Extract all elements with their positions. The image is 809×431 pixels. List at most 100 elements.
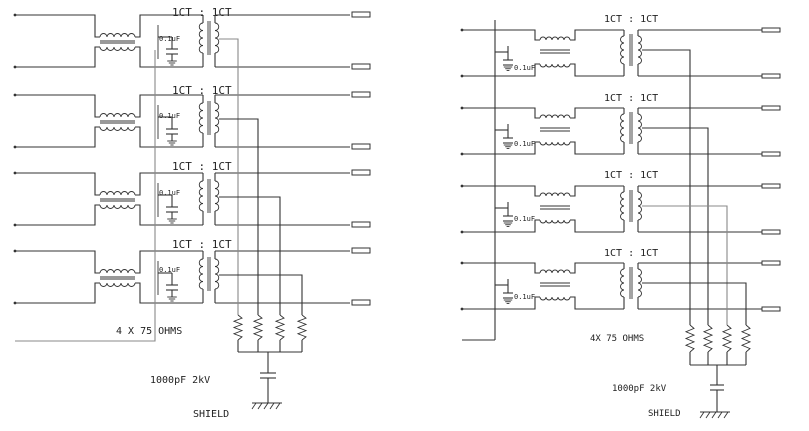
hv-capacitor [260, 372, 276, 379]
wire [462, 29, 540, 41]
resistor-symbol [296, 314, 308, 341]
wire [570, 29, 624, 41]
right-cap-label-1: 0.1uF [514, 64, 535, 72]
output-terminal [351, 247, 371, 254]
right-ratio-label-4: 1CT : 1CT [604, 248, 658, 259]
ground-symbol [167, 218, 177, 224]
transformer-secondary [214, 102, 220, 134]
wire [135, 204, 203, 226]
ct-return-wire [219, 196, 281, 315]
right-ct-return-4 [642, 282, 752, 365]
wire [135, 46, 203, 68]
left-ratio-label-1: 1CT : 1CT [172, 6, 232, 19]
resistor-symbol [232, 314, 244, 341]
ground-symbol [167, 296, 177, 302]
choke-winding [539, 114, 571, 119]
wire [15, 250, 100, 274]
left-schematic: 1CT : 1CT 1CT : 1CT 1CT : 1CT 1CT : 1CT … [13, 6, 371, 420]
left-resistors-label: 4 X 75 OHMS [116, 326, 182, 337]
right-shield-label: SHIELD [648, 409, 681, 419]
left-ratio-label-3: 1CT : 1CT [172, 160, 232, 173]
output-terminal [761, 229, 781, 235]
output-terminal [351, 143, 371, 150]
choke-winding [539, 141, 571, 146]
choke-winding [99, 46, 136, 51]
output-terminal [761, 73, 781, 79]
ground-symbol [167, 140, 177, 146]
capacitor-symbol [166, 284, 178, 291]
right-ct-return-3 [642, 205, 733, 365]
wire [462, 219, 540, 233]
ground-symbol [503, 66, 513, 71]
resistor-symbol [702, 324, 714, 353]
ground-symbol [167, 60, 177, 66]
shield-ground-symbol [251, 402, 282, 410]
wire [15, 46, 100, 68]
ct-return-wire [642, 282, 747, 325]
transformer-secondary [637, 113, 642, 143]
output-terminal [761, 306, 781, 312]
choke-winding [539, 269, 571, 274]
wire [462, 185, 540, 197]
wire [15, 172, 100, 196]
transformer-primary [620, 268, 625, 298]
ground-hatch [251, 402, 257, 410]
wire [570, 185, 624, 197]
wire [462, 107, 540, 119]
ground-hatch [723, 411, 729, 419]
ground-hatch [263, 402, 269, 410]
right-resistors-label: 4X 75 OHMS [590, 334, 644, 344]
right-ratio-label-2: 1CT : 1CT [604, 93, 658, 104]
left-channel-4 [13, 247, 371, 306]
wire [135, 282, 203, 304]
capacitor-symbol [503, 292, 513, 299]
ct-return-wire [219, 38, 239, 315]
transformer-primary [620, 113, 625, 143]
left-channel-1 [13, 11, 371, 70]
output-terminal [351, 91, 371, 98]
capacitor-symbol [503, 215, 513, 222]
output-terminal [351, 11, 371, 18]
capacitor-symbol [166, 48, 178, 55]
ground-symbol [503, 144, 513, 149]
left-ct-return-4 [219, 274, 308, 352]
ct-return-wire [642, 205, 728, 325]
right-cap-label-4: 0.1uF [514, 293, 535, 301]
capacitor-symbol [503, 137, 513, 144]
output-terminal [761, 27, 781, 33]
output-terminal [761, 151, 781, 157]
ground-hatch [269, 402, 275, 410]
right-schematic: 1CT : 1CT 1CT : 1CT 1CT : 1CT 1CT : 1CT … [460, 14, 781, 419]
transformer-secondary [637, 35, 642, 65]
wire [462, 296, 540, 310]
choke-winding [99, 126, 136, 131]
transformer-primary [198, 180, 204, 212]
left-channel-2 [13, 91, 371, 150]
choke-winding [99, 282, 136, 287]
transformer-primary [198, 22, 204, 54]
output-terminal [761, 183, 781, 189]
wire [462, 262, 540, 274]
choke-winding [99, 33, 136, 38]
ct-return-wire [219, 118, 259, 315]
left-shield-label: SHIELD [193, 409, 229, 420]
left-ratio-label-4: 1CT : 1CT [172, 238, 232, 251]
choke-winding [99, 191, 136, 196]
choke-winding [539, 36, 571, 41]
wire [462, 63, 540, 77]
wire [135, 250, 203, 274]
left-ct-return-3 [219, 196, 286, 352]
right-ratio-label-3: 1CT : 1CT [604, 170, 658, 181]
shield-ground-symbol [699, 411, 730, 419]
left-channel-3 [13, 169, 371, 228]
capacitor-symbol [166, 206, 178, 213]
right-channel-2 [460, 105, 781, 157]
capacitor-symbol [166, 128, 178, 135]
wire [135, 172, 203, 196]
right-channel-3 [460, 183, 781, 235]
resistor-symbol [740, 324, 752, 353]
left-ct-return-2 [219, 118, 264, 352]
left-aux-wire [15, 50, 156, 342]
choke-winding [539, 63, 571, 68]
